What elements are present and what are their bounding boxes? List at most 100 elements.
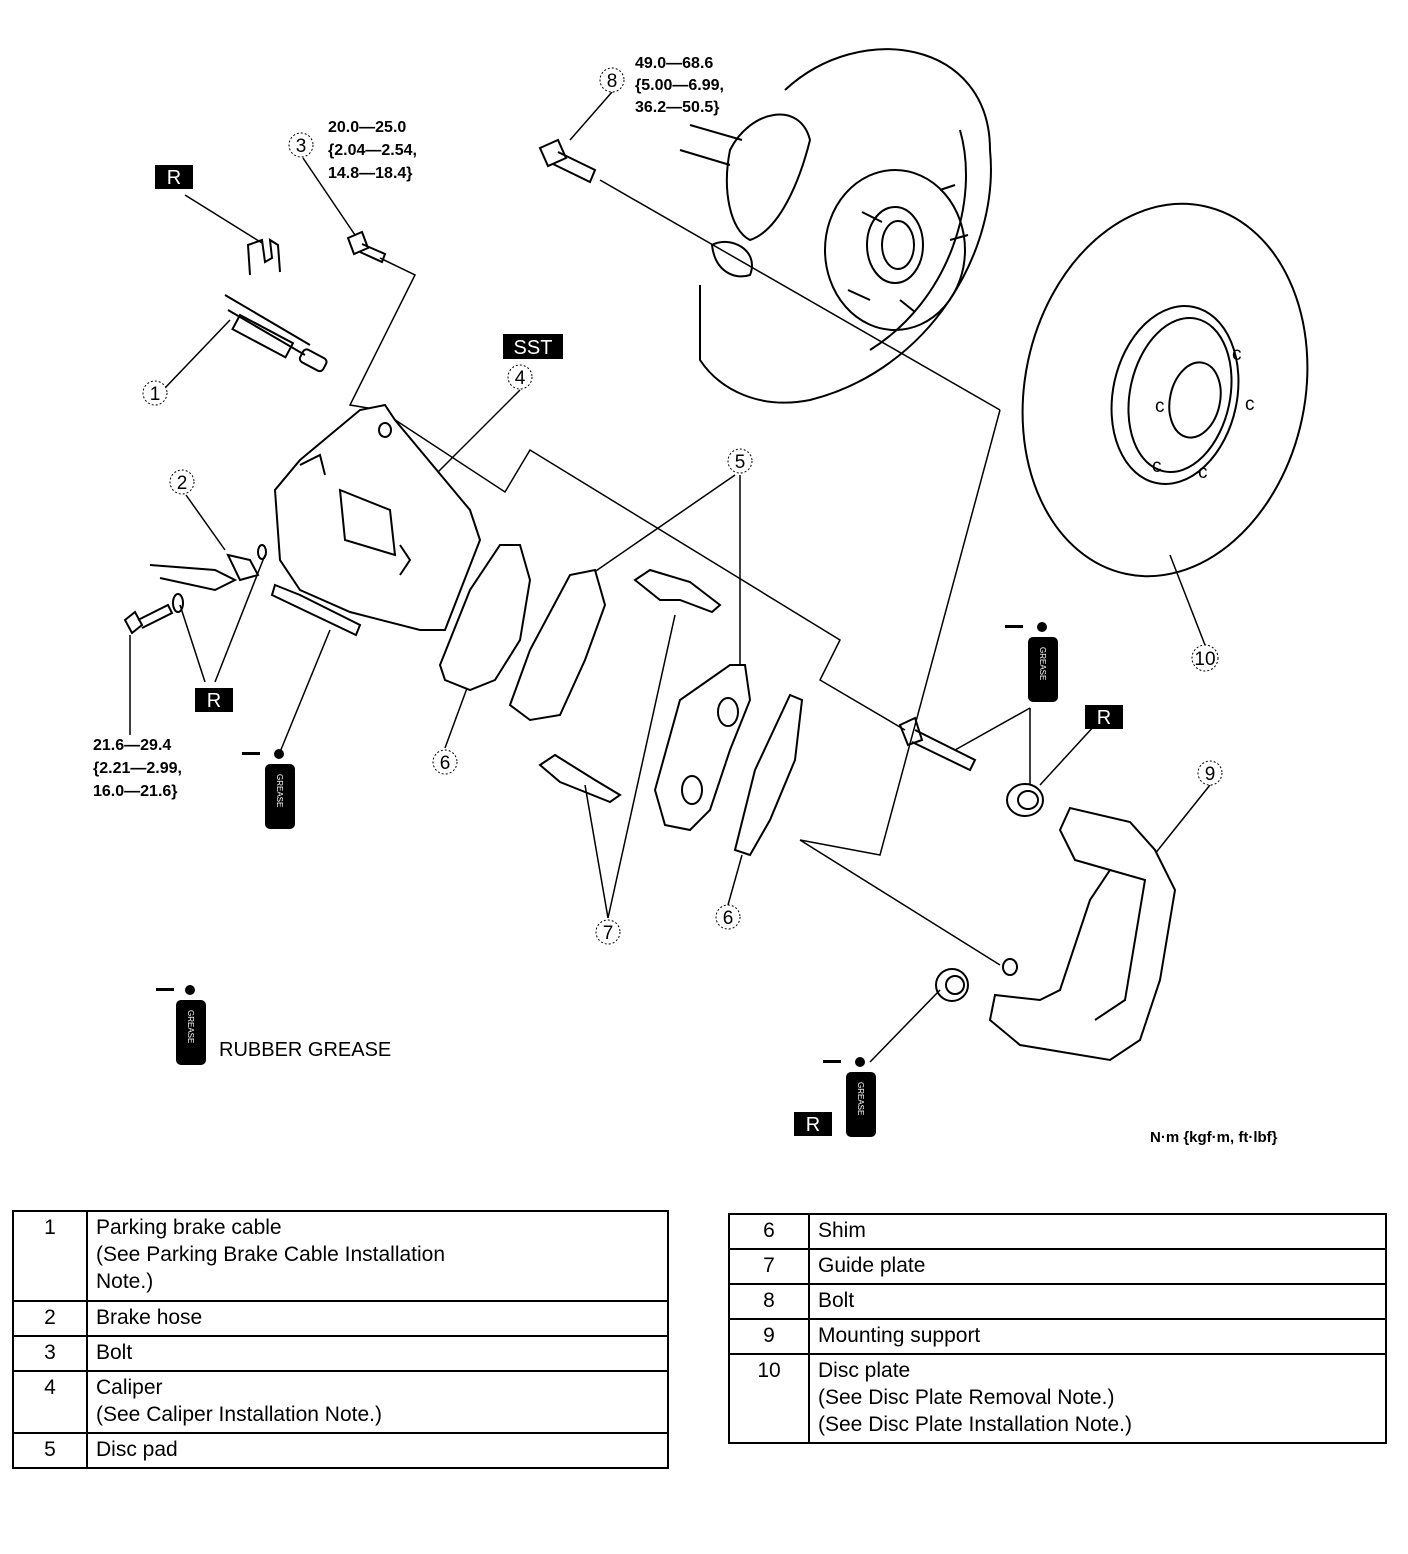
svg-text:GREASE: GREASE — [186, 1010, 195, 1043]
disc-plate: c c c c c — [1021, 202, 1309, 578]
callout-5: 5 — [727, 448, 753, 474]
part-number: 1 — [12, 1210, 88, 1302]
svg-text:8: 8 — [607, 71, 618, 92]
svg-text:10: 10 — [1194, 649, 1215, 670]
svg-text:9: 9 — [1205, 764, 1216, 785]
part-number: 2 — [12, 1300, 88, 1337]
callout-1: 1 — [142, 380, 168, 406]
caliper — [273, 403, 482, 631]
callout-6-left: 6 — [432, 749, 458, 775]
torque-spec-bolt-3: 20.0—25.0 {2.04—2.54, 14.8—18.4} — [328, 119, 417, 182]
part-number: 9 — [728, 1318, 810, 1355]
callout-3: 3 — [288, 132, 314, 158]
part-description: Bolt — [808, 1283, 1387, 1320]
svg-text:R: R — [1097, 707, 1111, 729]
hub-and-dust-shield — [679, 48, 992, 404]
disc-pad-left — [508, 568, 607, 722]
guide-pin — [270, 583, 362, 637]
part-number: 5 — [12, 1432, 88, 1469]
part-description: Guide plate — [808, 1248, 1387, 1285]
part-number: 6 — [728, 1213, 810, 1250]
callout-7: 7 — [595, 919, 621, 945]
svg-text:16.0—21.6}: 16.0—21.6} — [93, 783, 178, 800]
svg-text:6: 6 — [723, 908, 734, 929]
part-number: 7 — [728, 1248, 810, 1285]
part-description: Disc plate(See Disc Plate Removal Note.)… — [808, 1353, 1387, 1444]
torque-units: N·m {kgf·m, ft·lbf} — [1150, 1129, 1278, 1146]
part-description: Disc pad — [86, 1432, 669, 1469]
brake-hose — [123, 544, 267, 635]
grease-can-legend-icon: GREASE — [156, 985, 206, 1065]
callout-4: 4 — [507, 364, 533, 390]
svg-text:4: 4 — [515, 368, 526, 389]
guide-plate-upper — [633, 568, 722, 614]
svg-text:c: c — [1232, 344, 1242, 365]
svg-text:1: 1 — [150, 384, 161, 405]
brake-exploded-diagram: c c c c c — [93, 48, 1309, 1146]
mounting-support — [988, 806, 1177, 1062]
grease-can-icon: GREASE — [1005, 622, 1058, 702]
part-description: Caliper(See Caliper Installation Note.) — [86, 1370, 669, 1434]
callout-8: 8 — [599, 67, 625, 93]
svg-text:2: 2 — [177, 473, 188, 494]
callout-9: 9 — [1197, 760, 1223, 786]
svg-text:{5.00—6.99,: {5.00—6.99, — [635, 77, 724, 94]
bolt-8 — [538, 138, 597, 184]
leader-lines — [129, 91, 1211, 1063]
disc-pad-right — [653, 664, 752, 832]
part-description: Brake hose — [86, 1300, 669, 1337]
callout-10: 10 — [1191, 644, 1219, 672]
svg-text:GREASE: GREASE — [275, 774, 284, 807]
sst-tag: SST — [503, 334, 563, 359]
part-number: 10 — [728, 1353, 810, 1444]
svg-text:49.0—68.6: 49.0—68.6 — [635, 55, 713, 72]
svg-text:GREASE: GREASE — [1038, 647, 1047, 680]
svg-text:c: c — [1198, 462, 1208, 483]
svg-text:R: R — [167, 167, 181, 189]
torque-spec-bolt-2: 21.6—29.4 {2.21—2.99, 16.0—21.6} — [93, 737, 182, 800]
shim-right — [733, 693, 804, 857]
svg-text:6: 6 — [440, 753, 451, 774]
grease-can-icon: GREASE — [823, 1057, 876, 1137]
replace-tag: R — [155, 165, 193, 189]
replace-tag: R — [195, 688, 233, 712]
bolt-3 — [346, 230, 387, 264]
part-number: 3 — [12, 1335, 88, 1372]
torque-spec-bolt-8: 49.0—68.6 {5.00—6.99, 36.2—50.5} — [635, 55, 724, 116]
rubber-grease-legend: RUBBER GREASE — [219, 1039, 391, 1061]
svg-text:21.6—29.4: 21.6—29.4 — [93, 737, 171, 754]
svg-text:{2.04—2.54,: {2.04—2.54, — [328, 142, 417, 159]
svg-text:R: R — [806, 1114, 820, 1136]
svg-text:7: 7 — [603, 923, 614, 944]
guide-plate-lower — [538, 753, 622, 804]
part-number: 4 — [12, 1370, 88, 1434]
part-description: Bolt — [86, 1335, 669, 1372]
svg-text:c: c — [1155, 396, 1165, 417]
svg-text:5: 5 — [735, 452, 746, 473]
svg-text:20.0—25.0: 20.0—25.0 — [328, 119, 406, 136]
part-description: Parking brake cable(See Parking Brake Ca… — [86, 1210, 669, 1302]
svg-text:3: 3 — [296, 136, 307, 157]
svg-text:c: c — [1245, 394, 1255, 415]
svg-text:{2.21—2.99,: {2.21—2.99, — [93, 760, 182, 777]
shim-left — [438, 544, 532, 692]
svg-text:SST: SST — [514, 337, 553, 359]
svg-text:R: R — [207, 690, 221, 712]
part-number: 8 — [728, 1283, 810, 1320]
svg-text:36.2—50.5}: 36.2—50.5} — [635, 99, 720, 116]
guide-pin-right — [898, 716, 1044, 1002]
replace-tag: R — [794, 1112, 832, 1136]
replace-tag: R — [1085, 705, 1123, 729]
part-description: Shim — [808, 1213, 1387, 1250]
